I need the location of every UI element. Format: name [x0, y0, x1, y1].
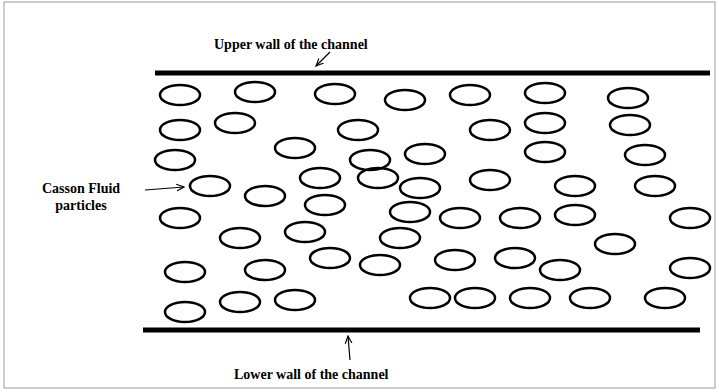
- fluid-particle: [338, 120, 378, 140]
- fluid-particle: [220, 228, 260, 248]
- fluid-particle: [165, 302, 205, 322]
- fluid-particle: [315, 84, 355, 104]
- fluid-particle: [510, 288, 550, 308]
- fluid-particle: [635, 176, 675, 196]
- fluid-particle: [310, 248, 350, 268]
- fluid-particle: [470, 170, 510, 190]
- part-label: Casson Fluid particles: [22, 180, 140, 214]
- fluid-particle: [435, 250, 475, 270]
- fluid-particle: [610, 115, 650, 135]
- fluid-particle: [390, 202, 430, 222]
- fluid-particle: [525, 142, 565, 162]
- fluid-particle: [275, 290, 315, 310]
- fluid-particle: [360, 255, 400, 275]
- fluid-particle: [540, 260, 580, 280]
- fluid-particle: [570, 288, 610, 308]
- fluid-particle: [525, 113, 565, 133]
- leader-line: [316, 52, 330, 66]
- fluid-particle: [400, 178, 440, 198]
- fluid-particle: [608, 88, 648, 108]
- fluid-particle: [555, 176, 595, 196]
- fluid-particle: [160, 120, 200, 140]
- fluid-particle: [645, 288, 685, 308]
- fluid-particle: [525, 83, 565, 103]
- fluid-particle: [405, 144, 445, 164]
- fluid-particle: [385, 90, 425, 110]
- fluid-particle: [275, 138, 315, 158]
- fluid-particle: [555, 205, 595, 225]
- fluid-particle: [300, 168, 340, 188]
- fluid-particle: [160, 85, 200, 105]
- lower-wall: [143, 328, 700, 333]
- frame: [4, 2, 715, 388]
- fluid-particle: [285, 222, 325, 242]
- fluid-particle: [670, 208, 710, 228]
- fluid-particle: [625, 145, 665, 165]
- fluid-particle: [160, 208, 200, 228]
- fluid-particle: [215, 113, 255, 133]
- fluid-particle: [455, 288, 495, 308]
- fluid-particle: [450, 85, 490, 105]
- fluid-particles: [155, 82, 710, 322]
- fluid-particle: [155, 150, 195, 170]
- fluid-particle: [245, 186, 285, 206]
- fluid-particle: [410, 288, 450, 308]
- fluid-particle: [380, 228, 420, 248]
- fluid-particle: [440, 208, 480, 228]
- fluid-particle: [190, 176, 230, 196]
- fluid-particle: [305, 195, 345, 215]
- part-label: Lower wall of the channel: [234, 366, 389, 383]
- fluid-particle: [495, 248, 535, 268]
- fluid-particle: [470, 120, 510, 140]
- fluid-particle: [220, 292, 260, 312]
- fluid-particle: [350, 150, 390, 170]
- fluid-particle: [595, 234, 635, 254]
- fluid-particle: [670, 258, 710, 278]
- fluid-particle: [500, 208, 540, 228]
- leader-line: [348, 336, 350, 360]
- fluid-particle: [235, 82, 275, 102]
- leader-line: [145, 187, 184, 190]
- fluid-particle: [358, 168, 398, 188]
- fluid-particle: [245, 260, 285, 280]
- upper-wall: [155, 71, 710, 76]
- fluid-particle: [165, 262, 205, 282]
- part-label: Upper wall of the channel: [214, 36, 368, 53]
